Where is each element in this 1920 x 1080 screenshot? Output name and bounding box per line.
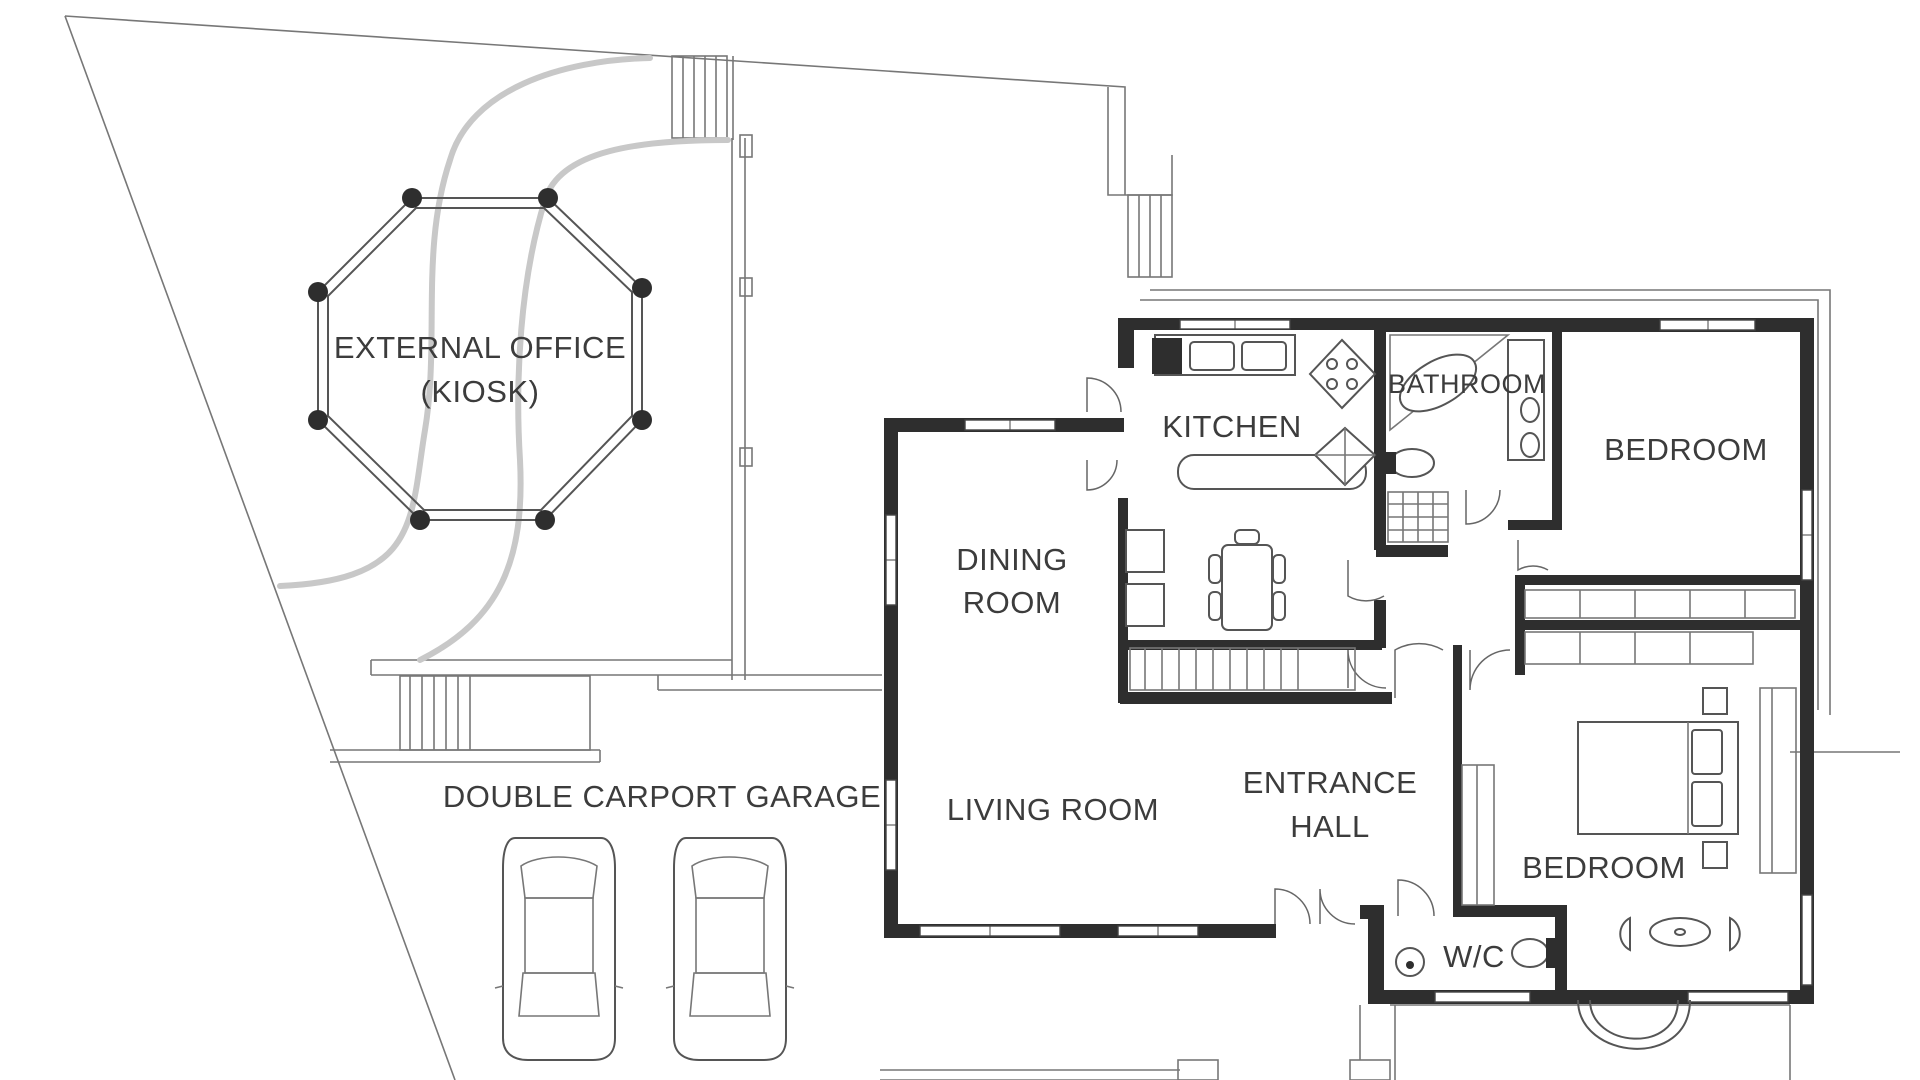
car-right (665, 837, 795, 1061)
label-dining: DINING (956, 542, 1068, 577)
kiosk-octagon (308, 188, 652, 530)
label-bathroom: BATHROOM (1388, 369, 1546, 399)
label-kitchen: KITCHEN (1162, 409, 1302, 444)
label-bedroom-top: BEDROOM (1604, 432, 1768, 467)
label-entrance: ENTRANCE (1243, 765, 1418, 800)
wardrobes (1524, 589, 1796, 665)
kitchen-fixtures (1125, 334, 1377, 691)
bathroom-fixtures (1386, 334, 1545, 543)
label-external-office: EXTERNAL OFFICE (334, 330, 626, 365)
label-bedroom-bottom: BEDROOM (1522, 850, 1686, 885)
bay-window (1577, 999, 1691, 1050)
car-left (494, 837, 624, 1061)
doors (1086, 377, 1549, 925)
label-living-room: LIVING ROOM (947, 792, 1159, 827)
wc-fixtures (1395, 938, 1556, 977)
label-dining-room: ROOM (963, 585, 1061, 620)
label-wc: W/C (1443, 939, 1505, 974)
site-boundary (64, 15, 1900, 1080)
room-labels: EXTERNAL OFFICE (KIOSK) KITCHEN BATHROOM… (334, 330, 1768, 974)
garden-path (277, 55, 731, 663)
bedroom-fixtures (1461, 687, 1797, 952)
windows (885, 319, 1813, 1003)
label-carport: DOUBLE CARPORT GARAGE (443, 779, 881, 814)
label-entrance-hall: HALL (1290, 809, 1370, 844)
label-kiosk: (KIOSK) (421, 374, 540, 409)
